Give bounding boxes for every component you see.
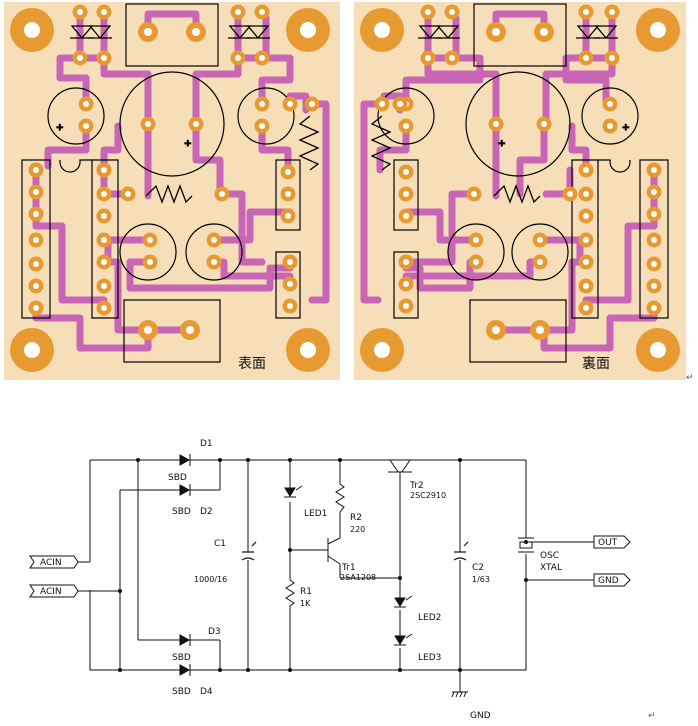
return-mark-1: ↵ (686, 373, 694, 383)
back-outlines (377, 3, 669, 363)
schematic: ACIN ACIN OUT GND D1 SBD SBD D2 D3 SBD S… (29, 439, 656, 721)
schematic-resistors (285, 483, 345, 607)
junction-dots (118, 458, 528, 672)
tr2-label: Tr2 (409, 481, 424, 491)
osc-symbol (518, 537, 534, 553)
c2-value: 1/63 (472, 575, 490, 584)
d1-type: SBD (168, 473, 187, 483)
svg-text:+: + (56, 123, 64, 133)
schematic-diodes (179, 454, 191, 676)
front-outlines (21, 3, 301, 363)
svg-text:+: + (622, 123, 630, 133)
r1-label: R1 (300, 587, 312, 597)
d4-label: D4 (200, 687, 213, 697)
c2-label: C2 (472, 563, 484, 573)
c1-symbol (241, 541, 257, 561)
acin-port-1: ACIN (40, 558, 62, 568)
tr1-label: Tr1 (341, 563, 356, 573)
d3-label: D3 (208, 627, 221, 637)
pcb-front-label: 表面 (238, 356, 266, 372)
svg-text:+: + (184, 139, 192, 149)
back-diodes: + + (370, 25, 630, 204)
input-ports (29, 535, 631, 598)
pcb-back-label: 裏面 (582, 355, 610, 372)
d4-type: SBD (172, 687, 191, 697)
r1-value: 1K (300, 599, 311, 608)
c2-symbol (453, 541, 469, 561)
d3-type: SBD (172, 653, 191, 663)
front-diodes: + + (55, 25, 320, 204)
r2-value: 220 (350, 525, 365, 534)
c1-value: 1000/16 (194, 575, 227, 584)
pcb-front-board: + + (4, 2, 340, 380)
d2-type: SBD (172, 507, 191, 517)
pcb-layout: + + (4, 2, 694, 383)
gnd-bottom-label: GND (470, 711, 491, 721)
c1-label: C1 (214, 539, 226, 549)
schematic-leds (284, 485, 413, 646)
gnd-port: GND (598, 576, 619, 586)
led3-label: LED3 (418, 653, 441, 663)
tr2-type: 2SC2910 (410, 491, 446, 500)
ground-symbol (451, 691, 468, 698)
led1-label: LED1 (304, 509, 327, 519)
svg-text:+: + (498, 139, 506, 149)
acin-port-2: ACIN (40, 587, 62, 597)
pcb-back-board: + + (354, 2, 686, 380)
osc-label: OSC (540, 551, 559, 561)
led2-label: LED2 (418, 613, 441, 623)
r2-label: R2 (350, 513, 362, 523)
return-mark-3: ↵ (648, 711, 656, 721)
out-port: OUT (598, 538, 618, 548)
tr1-type: 2SA1208 (340, 573, 376, 582)
xtal-label: XTAL (540, 563, 562, 573)
schematic-wires (78, 459, 594, 692)
d2-label: D2 (200, 507, 213, 517)
d1-label: D1 (200, 439, 213, 449)
